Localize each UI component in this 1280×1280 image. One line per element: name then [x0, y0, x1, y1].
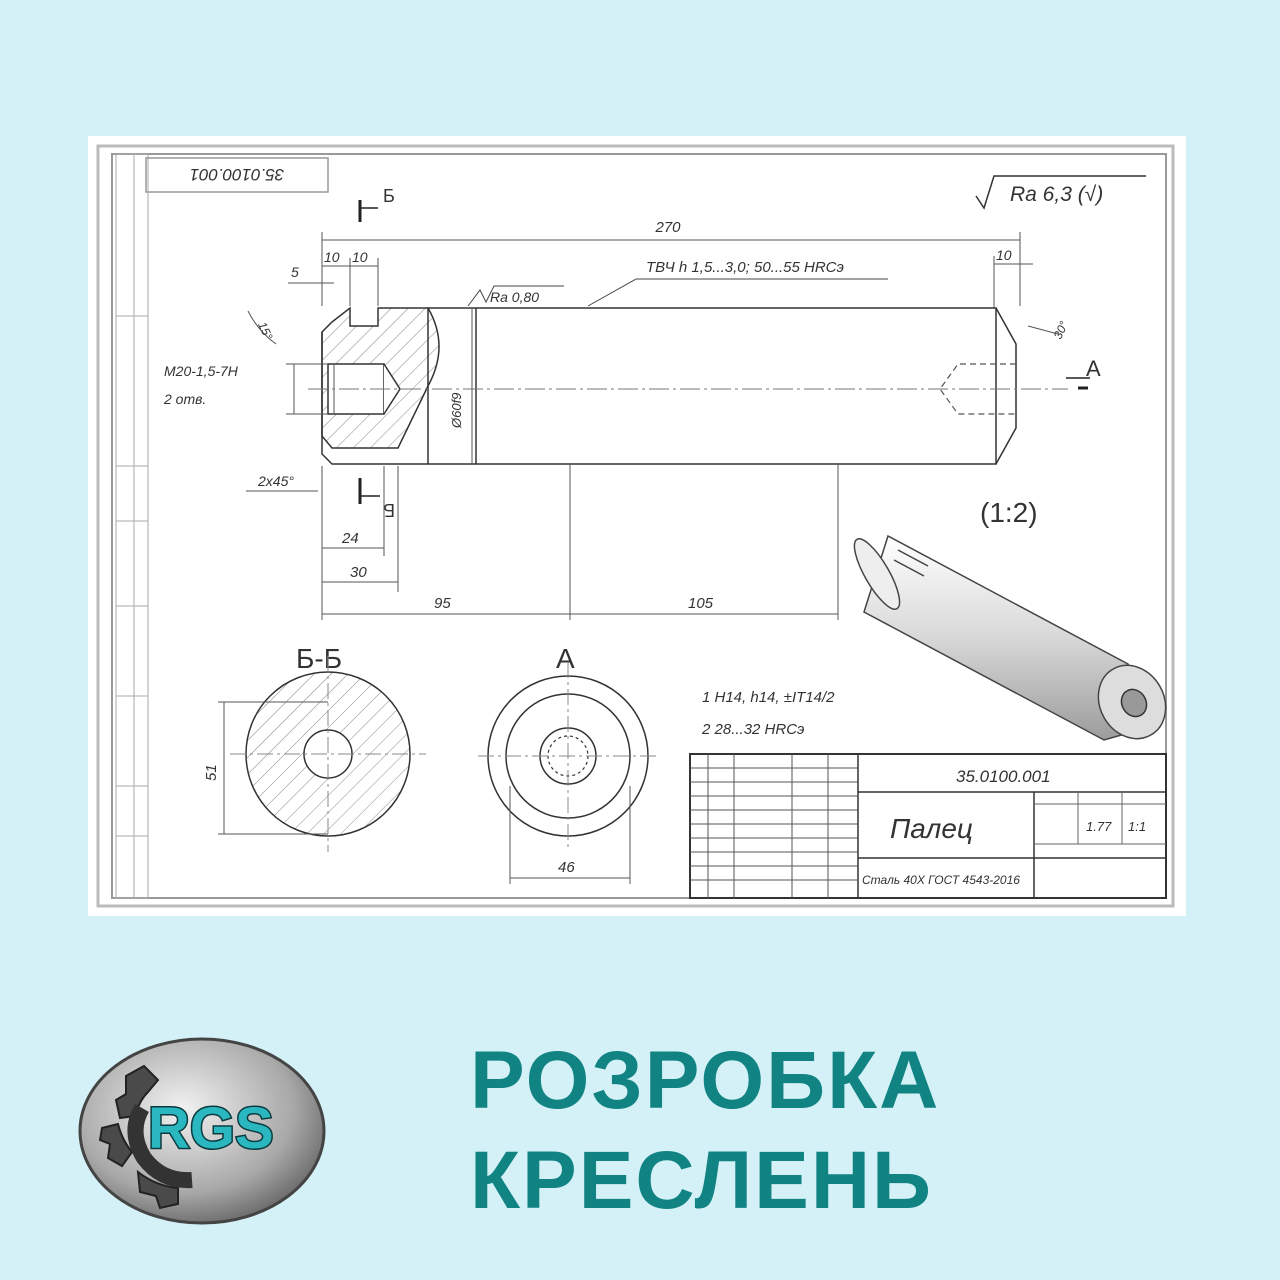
rotated-doc-code: 35.0100.001 — [190, 165, 285, 184]
side-strip-cells — [116, 315, 148, 837]
dim-105: 105 — [688, 595, 714, 612]
rgs-logo: RGS — [78, 1036, 328, 1226]
section-cut-top: Б — [383, 186, 395, 206]
title-block — [689, 753, 1167, 899]
chamfer-label: 2x45° — [257, 473, 294, 489]
dim-10a: 10 — [324, 249, 340, 265]
logo-text: RGS — [148, 1096, 274, 1161]
view-a-label: А — [556, 643, 575, 674]
note-2: 2 28...32 HRCэ — [701, 721, 804, 738]
title-block-code: 35.0100.001 — [956, 767, 1051, 786]
dim-51: 51 — [203, 764, 220, 781]
dim-10b: 10 — [352, 249, 368, 265]
heat-treatment-note: ТВЧ h 1,5...3,0; 50...55 HRCэ — [646, 259, 844, 276]
headline-line-1: РОЗРОБКА — [470, 1035, 941, 1126]
dim-46: 46 — [558, 859, 575, 876]
diameter-label: Ø60f9 — [449, 393, 464, 429]
thread-callout: M20-1,5-7H — [164, 363, 239, 379]
angle-30: 30° — [1051, 319, 1071, 342]
dim-5: 5 — [291, 264, 299, 280]
isometric-part-view — [853, 534, 1167, 741]
headline-line-2: КРЕСЛЕНЬ — [470, 1135, 933, 1226]
note-1: 1 H14, h14, ±IT14/2 — [702, 689, 835, 706]
section-cut-bottom: Б — [383, 500, 395, 520]
part-name: Палец — [890, 813, 973, 844]
title-scale: 1:1 — [1128, 819, 1146, 834]
view-arrow-a: А — [1086, 356, 1101, 381]
dim-270: 270 — [654, 219, 681, 236]
technical-drawing: 35.0100.001 Ra 6,3 (√) Б 270 10 10 5 15°… — [88, 136, 1186, 916]
roughness-symbol — [975, 175, 1146, 210]
angle-15: 15° — [255, 320, 275, 343]
mass: 1.77 — [1086, 819, 1112, 834]
gear-icon — [98, 1064, 193, 1210]
outer-frame — [96, 144, 1175, 908]
roughness-general: Ra 6,3 (√) — [1010, 183, 1103, 206]
holes-callout: 2 отв. — [163, 391, 206, 407]
logo-graphic: RGS — [78, 1037, 326, 1225]
material: Сталь 40Х ГОСТ 4543-2016 — [862, 873, 1020, 887]
dim-30: 30 — [350, 564, 367, 581]
roughness-shaft: Ra 0,80 — [490, 289, 539, 305]
shaft-side-view — [308, 306, 1068, 465]
inner-frame — [111, 153, 1167, 899]
scale-label: (1:2) — [980, 497, 1038, 528]
dim-10-right: 10 — [996, 247, 1012, 263]
drawing-canvas: 35.0100.001 Ra 6,3 (√) Б 270 10 10 5 15°… — [96, 144, 1175, 908]
dim-95: 95 — [434, 595, 451, 612]
dim-24: 24 — [341, 530, 359, 547]
section-bb-label: Б-Б — [296, 643, 342, 674]
